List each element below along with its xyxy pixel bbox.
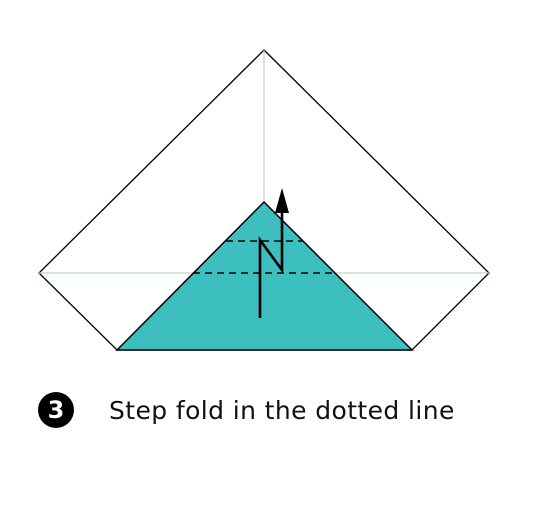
step-fold-symbol bbox=[258, 212, 284, 318]
step-number: 3 bbox=[47, 396, 65, 424]
step-caption: 3 Step fold in the dotted line bbox=[38, 390, 455, 430]
step-number-badge: 3 bbox=[38, 392, 74, 428]
up-arrow-icon bbox=[275, 188, 289, 213]
step-instruction: Step fold in the dotted line bbox=[109, 395, 455, 425]
folded-triangle-flap bbox=[115, 200, 414, 351]
